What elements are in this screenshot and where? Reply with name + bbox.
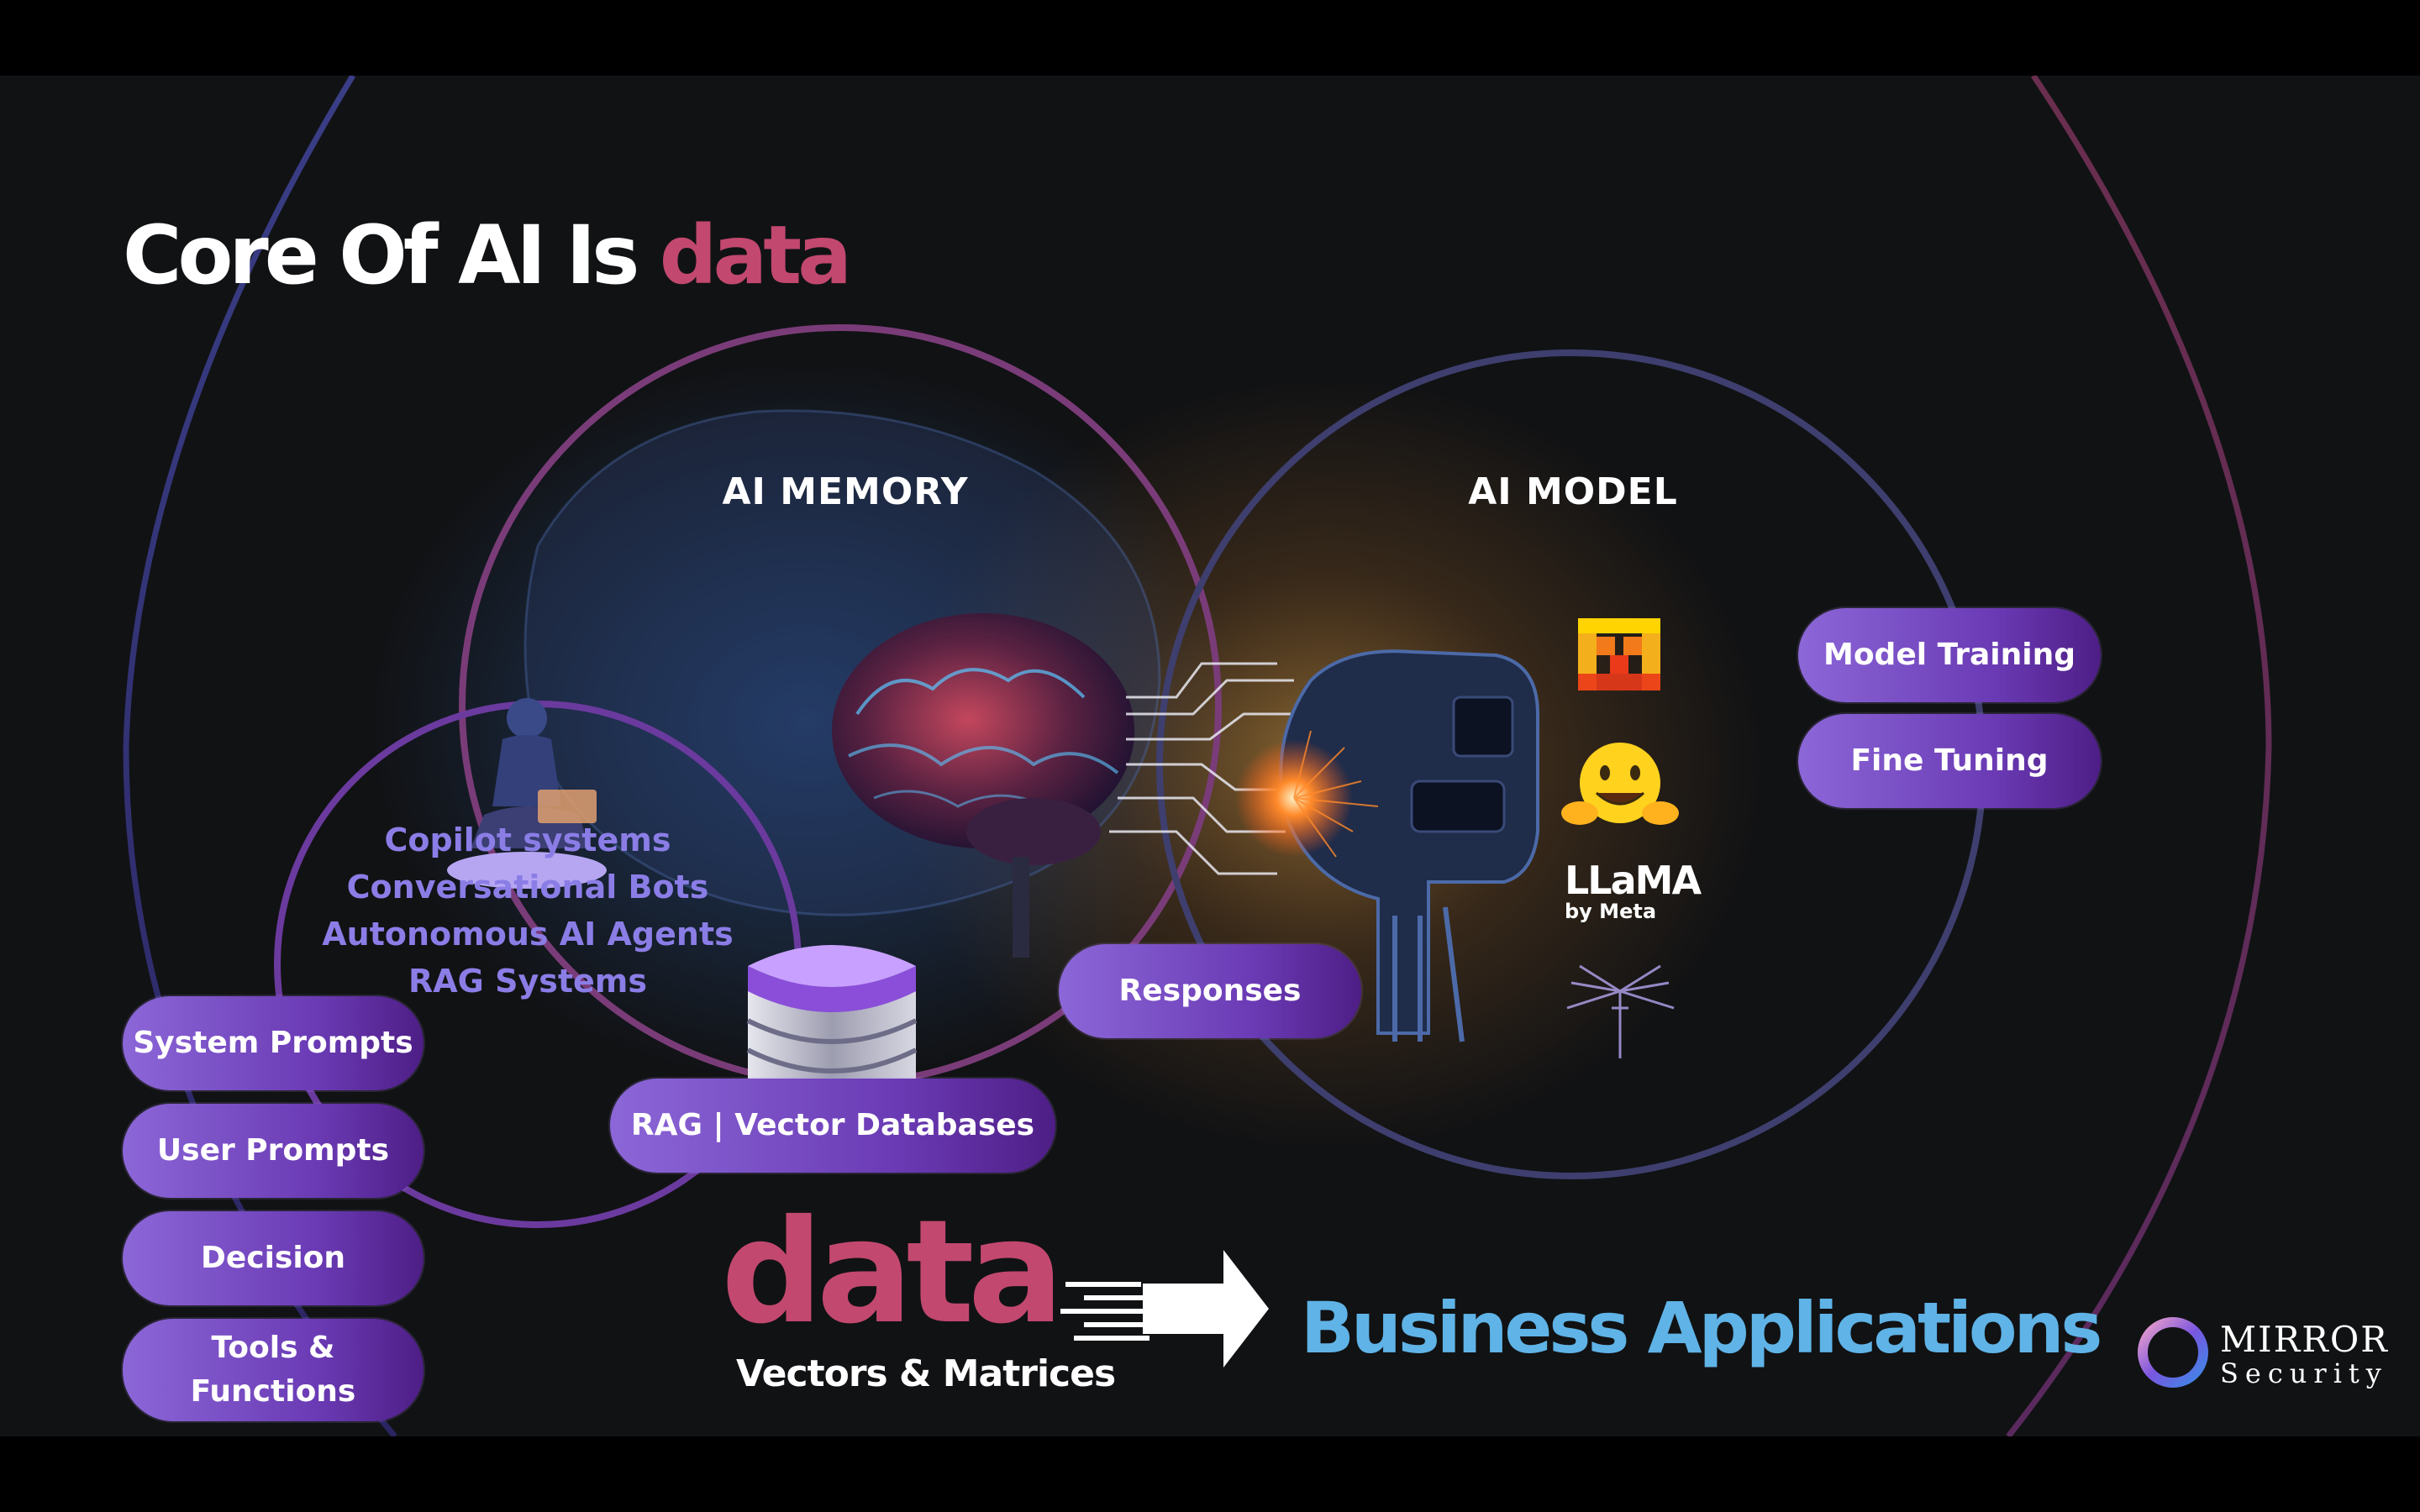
speed-arrow-icon bbox=[1060, 1250, 1269, 1368]
title-lead: Core Of AI Is bbox=[123, 208, 660, 302]
brand-name: MIRROR bbox=[2220, 1319, 2389, 1360]
mirror-ring-icon bbox=[2138, 1317, 2208, 1388]
use-case-item: Copilot systems bbox=[384, 822, 671, 858]
rag-vector-db-pill: RAG | Vector Databases bbox=[610, 1079, 1055, 1173]
input-pill-system-prompts: System Prompts bbox=[123, 996, 424, 1090]
diagram-art bbox=[123, 76, 2272, 1436]
use-case-list: Copilot systems Conversational Bots Auto… bbox=[322, 816, 734, 1005]
input-pill-user-prompts: User Prompts bbox=[123, 1104, 424, 1198]
data-word: data bbox=[721, 1189, 1064, 1356]
use-case-item: Autonomous AI Agents bbox=[322, 916, 734, 953]
llama-logo: LLaMA by Meta bbox=[1565, 858, 1702, 923]
stability-wings-icon bbox=[1566, 964, 1675, 1058]
title-accent: data bbox=[659, 208, 852, 302]
input-pill-tools-functions: Tools & Functions bbox=[123, 1319, 424, 1421]
brain-illustration bbox=[832, 613, 1134, 958]
use-case-item: RAG Systems bbox=[408, 963, 647, 1000]
input-pill-decision: Decision bbox=[123, 1211, 424, 1305]
brand-subtitle: Security bbox=[2220, 1357, 2388, 1389]
model-training-pill: Model Training bbox=[1798, 608, 2101, 702]
mistral-icon bbox=[1578, 618, 1660, 690]
data-subtitle: Vectors & Matrices bbox=[736, 1352, 1116, 1395]
slide-title: Core Of AI Is data bbox=[123, 208, 852, 302]
hugging-face-icon bbox=[1561, 743, 1679, 825]
slide: Core Of AI Is data AI MEMORY AI MODEL Co… bbox=[0, 76, 2420, 1436]
ai-memory-heading: AI MEMORY bbox=[722, 470, 969, 513]
use-case-item: Conversational Bots bbox=[346, 869, 709, 906]
fine-tuning-pill: Fine Tuning bbox=[1798, 714, 2101, 808]
llama-logo-text: LLaMA bbox=[1565, 858, 1702, 903]
ai-model-heading: AI MODEL bbox=[1468, 470, 1678, 513]
business-applications-text: Business Applications bbox=[1301, 1287, 2102, 1369]
responses-pill: Responses bbox=[1059, 944, 1361, 1038]
outer-arc-right bbox=[2006, 76, 2272, 1436]
person-laptop-illustration bbox=[447, 698, 607, 889]
robot-head-illustration bbox=[1235, 649, 1539, 1042]
llama-logo-subtext: by Meta bbox=[1565, 900, 1657, 923]
